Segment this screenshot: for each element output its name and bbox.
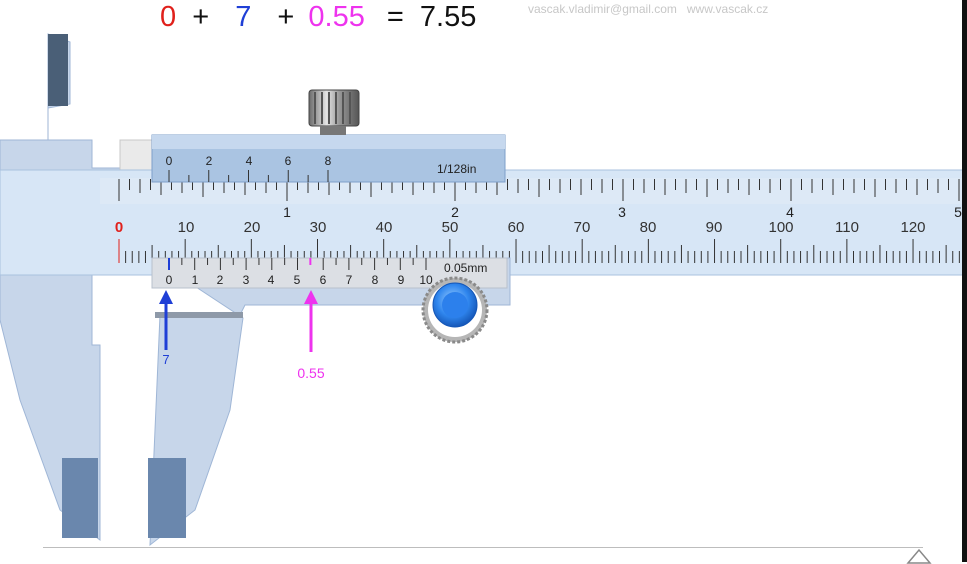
author-email: vascak.vladimir@gmail.com	[528, 2, 677, 16]
outer-jaw-slider-tip	[148, 458, 186, 538]
vmm-label-1: 1	[192, 273, 199, 287]
mm-label-110: 110	[835, 219, 859, 236]
outer-jaw-fixed-tip	[62, 458, 98, 538]
inner-jaw-fixed-tip	[48, 34, 68, 106]
vernier-mm-resolution: 0.05mm	[444, 261, 487, 275]
mm-label-80: 80	[640, 219, 657, 236]
vmm-label-5: 5	[294, 273, 301, 287]
vinch-label-6: 6	[285, 154, 292, 168]
vinch-label-8: 8	[325, 154, 332, 168]
vmm-label-9: 9	[398, 273, 405, 287]
vernier-inch-resolution: 1/128in	[437, 162, 476, 176]
vinch-label-2: 2	[206, 154, 213, 168]
integer-arrow-label: 7	[162, 352, 169, 367]
mm-label-10: 10	[178, 219, 195, 236]
formula-term-zero: 0	[160, 1, 177, 33]
mm-label-30: 30	[310, 219, 327, 236]
slider-drag-button-icon[interactable]	[432, 282, 478, 328]
bottom-divider	[43, 547, 923, 548]
mm-label-70: 70	[574, 219, 591, 236]
formula-term-fraction: 0.55	[308, 1, 365, 33]
frame-right-edge	[962, 0, 967, 562]
mm-label-90: 90	[706, 219, 723, 236]
inch-label-1: 1	[283, 204, 291, 220]
mm-label-120: 120	[900, 219, 925, 236]
mm-label-0: 0	[115, 219, 123, 236]
formula-equals: =	[386, 1, 404, 33]
vinch-label-0: 0	[166, 154, 173, 168]
vernier-mm-ticks	[168, 258, 427, 270]
vmm-label-3: 3	[243, 273, 250, 287]
author-website: www.vascak.cz	[686, 2, 769, 16]
inch-label-3: 3	[618, 204, 626, 220]
formula-plus-2: +	[277, 1, 295, 33]
vmm-label-2: 2	[217, 273, 224, 287]
vmm-label-0: 0	[166, 273, 173, 287]
vernier-inch-labels: 0 2 4 6 8	[166, 154, 332, 168]
measurement-formula: 0 + 7 + 0.55 = 7.55	[160, 0, 476, 34]
vmm-label-7: 7	[346, 273, 353, 287]
formula-plus-1: +	[192, 1, 210, 33]
main-inch-labels: 1 2 3 4 5	[283, 204, 962, 220]
mm-label-60: 60	[508, 219, 525, 236]
formula-term-integer: 7	[235, 1, 252, 33]
vinch-label-4: 4	[246, 154, 253, 168]
formula-result: 7.55	[419, 1, 477, 33]
fraction-arrow-icon	[304, 290, 318, 352]
mm-label-20: 20	[244, 219, 261, 236]
fraction-arrow-label: 0.55	[297, 365, 324, 381]
vmm-label-10: 10	[419, 273, 433, 287]
vmm-label-6: 6	[320, 273, 327, 287]
vernier-mm-labels: 0 1 2 3 4 5 6 7 8 9 10	[166, 273, 433, 287]
vernier-inch-ticks	[168, 170, 329, 182]
inch-label-4: 4	[786, 204, 794, 220]
main-mm-labels: 0 10 20 30 40 50 60 70 80 90 100 110 120	[115, 219, 926, 236]
integer-arrow-icon	[159, 290, 173, 350]
locking-screw-icon[interactable]	[308, 89, 360, 135]
mm-label-50: 50	[442, 219, 459, 236]
inch-label-5: 5	[954, 204, 962, 220]
vmm-label-4: 4	[268, 273, 275, 287]
author-credit: vascak.vladimir@gmail.com www.vascak.cz	[528, 2, 768, 16]
vmm-label-8: 8	[372, 273, 379, 287]
mm-label-100: 100	[768, 219, 793, 236]
inch-label-2: 2	[451, 204, 459, 220]
mm-label-40: 40	[376, 219, 393, 236]
